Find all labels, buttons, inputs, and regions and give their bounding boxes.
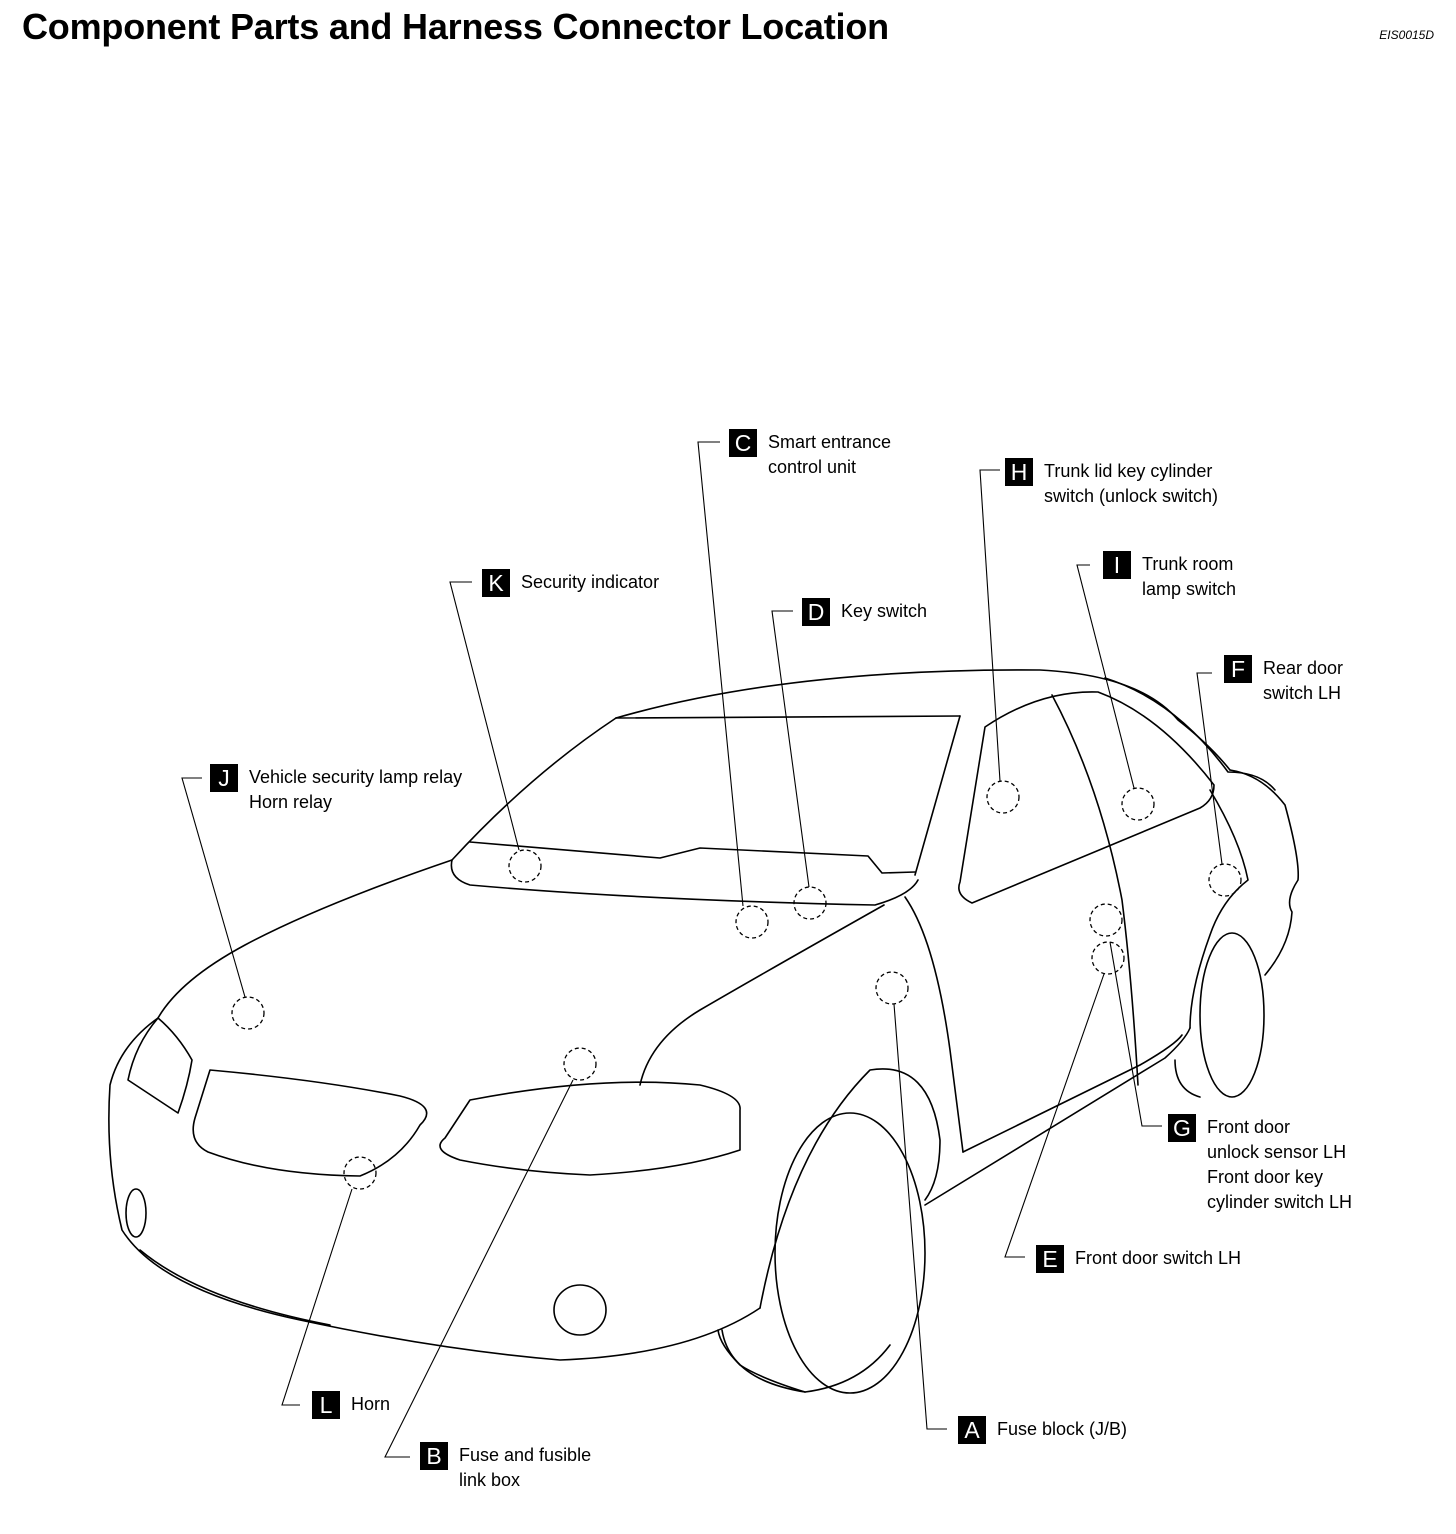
callout-I: I Trunk room lamp switch <box>1103 551 1236 602</box>
car-outline <box>108 669 1300 1394</box>
callout-label-line: unlock sensor LH <box>1207 1142 1347 1162</box>
location-C <box>735 905 769 939</box>
callout-C: C Smart entrance control unit <box>729 429 891 480</box>
callout-label-line: switch LH <box>1263 683 1342 703</box>
callout-label-line: link box <box>459 1470 521 1490</box>
callout-label-line: lamp switch <box>1142 579 1237 599</box>
callout-label-line: Rear door <box>1263 658 1344 678</box>
callout-B: B Fuse and fusible link box <box>420 1442 591 1493</box>
location-F <box>1208 863 1242 897</box>
callout-badge: K <box>482 569 510 597</box>
callout-label-line: Vehicle security lamp relay <box>249 767 463 787</box>
location-J <box>231 996 265 1030</box>
callout-badge: L <box>312 1391 340 1419</box>
location-H <box>986 780 1020 814</box>
location-B <box>563 1047 597 1081</box>
callout-label-line: Front door key <box>1207 1167 1324 1187</box>
callout-label-line: Fuse block (J/B) <box>997 1419 1128 1439</box>
callout-label-line: Horn relay <box>249 792 333 812</box>
location-G1 <box>1089 903 1123 937</box>
callout-badge: J <box>210 764 238 792</box>
callout-badge: G <box>1168 1114 1196 1142</box>
callout-K: K Security indicator <box>482 569 659 597</box>
document-code: EIS0015D <box>1379 28 1434 42</box>
callout-label-line: Front door <box>1207 1117 1291 1137</box>
callout-badge: B <box>420 1442 448 1470</box>
callout-L: L Horn <box>312 1391 390 1419</box>
callout-label-line: control unit <box>768 457 857 477</box>
callout-J: J Vehicle security lamp relay Horn relay <box>210 764 462 815</box>
callout-badge: A <box>958 1416 986 1444</box>
location-K <box>508 849 542 883</box>
callout-badge: D <box>802 598 830 626</box>
callout-H: H Trunk lid key cylinder switch (unlock … <box>1005 458 1218 509</box>
page-title: Component Parts and Harness Connector Lo… <box>22 6 889 47</box>
location-G2 <box>1091 941 1125 975</box>
callout-badge: H <box>1005 458 1033 486</box>
callout-badge: E <box>1036 1245 1064 1273</box>
callout-label-line: Horn <box>351 1394 391 1414</box>
callout-F: F Rear door switch LH <box>1224 655 1343 706</box>
location-A <box>875 971 909 1005</box>
callout-G: G Front door unlock sensor LH Front door… <box>1168 1114 1352 1215</box>
callout-label-line: Smart entrance <box>768 432 892 452</box>
callout-label-line: Trunk room <box>1142 554 1234 574</box>
callout-label-line: Front door switch LH <box>1075 1248 1242 1268</box>
callout-label-line: cylinder switch LH <box>1207 1192 1353 1212</box>
location-L <box>343 1156 377 1190</box>
callout-label-line: Security indicator <box>521 572 660 592</box>
callout-badge: C <box>729 429 757 457</box>
callout-badge: F <box>1224 655 1252 683</box>
callout-E: E Front door switch LH <box>1036 1245 1241 1273</box>
callout-label-line: Fuse and fusible <box>459 1445 592 1465</box>
callout-label-line: Trunk lid key cylinder <box>1044 461 1213 481</box>
leader-lines <box>181 441 1223 1458</box>
location-D <box>793 886 827 920</box>
callout-A: A Fuse block (J/B) <box>958 1416 1127 1444</box>
callout-label-line: switch (unlock switch) <box>1044 486 1219 506</box>
callout-label-line: Key switch <box>841 601 928 621</box>
callout-D: D Key switch <box>802 598 927 626</box>
connector-locations <box>231 780 1242 1190</box>
callout-badge: I <box>1103 551 1131 579</box>
location-I <box>1121 787 1155 821</box>
